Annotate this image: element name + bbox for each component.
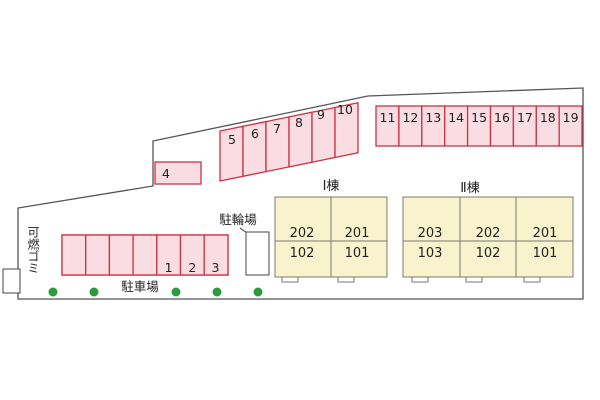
unit-label: 102: [476, 246, 501, 261]
parking-space: [203, 234, 229, 276]
tree-icon: [48, 287, 58, 297]
parking-space-number: 15: [471, 110, 487, 125]
unit-label: 202: [290, 226, 315, 241]
parking-space-number: 5: [228, 132, 236, 147]
parking-space-number: 14: [448, 110, 464, 125]
tree-icon: [253, 287, 263, 297]
garbage-station: [2, 268, 21, 294]
parking-space-4: 4: [154, 161, 202, 185]
parking-row-top-right: 11 12 13 14 15 16 17 18 19: [375, 105, 583, 147]
bicycle-parking: 駐輪場: [219, 212, 270, 276]
parking-row-bottom: 1 2 3: [61, 234, 229, 276]
trees: [48, 287, 263, 297]
parking-space-number: 18: [540, 110, 556, 125]
unit-label: 201: [533, 226, 558, 241]
building-1: Ⅰ棟 202 201 102 101: [274, 179, 388, 283]
parking-space: [558, 105, 583, 147]
parking-space-number: 8: [295, 115, 303, 130]
parking-space-number: 2: [188, 260, 196, 275]
parking-row-diagonal: 5 6 7 8 9 10: [219, 102, 359, 182]
unit-label: 201: [345, 226, 370, 241]
parking-space-number: 19: [563, 110, 579, 125]
parking-space-number: 13: [425, 110, 441, 125]
parking-space: [108, 234, 134, 276]
building-1-title: Ⅰ棟: [323, 179, 340, 194]
parking-space: [61, 234, 87, 276]
bicycle-parking-label: 駐輪場: [219, 212, 257, 227]
tree-icon: [89, 287, 99, 297]
tree-icon: [212, 287, 222, 297]
parking-space-number: 17: [517, 110, 533, 125]
unit-label: 103: [418, 246, 443, 261]
parking-space-number: 9: [317, 107, 325, 122]
unit-label: 101: [533, 246, 558, 261]
parking-lot-label: 駐車場: [121, 279, 159, 294]
parking-space-number: 7: [273, 121, 281, 136]
parking-space-number: 12: [402, 110, 418, 125]
tree-icon: [171, 287, 181, 297]
parking-space-number: 16: [494, 110, 510, 125]
parking-space-number: 3: [212, 260, 220, 275]
parking-space-number: 10: [337, 102, 353, 117]
building-2: Ⅱ棟 203 202 201 103 102 101: [402, 181, 574, 283]
parking-space: [132, 234, 158, 276]
unit-label: 102: [290, 246, 315, 261]
parking-space: [334, 102, 359, 159]
parking-space-number: 4: [162, 166, 170, 181]
garbage-station-label: 可燃ゴミ: [26, 226, 40, 274]
unit-label: 202: [476, 226, 501, 241]
parking-space: [85, 234, 111, 276]
building-2-outline: [402, 196, 574, 278]
unit-label: 101: [345, 246, 370, 261]
unit-label: 203: [418, 226, 443, 241]
parking-space-number: 11: [380, 110, 396, 125]
building-2-title: Ⅱ棟: [460, 181, 479, 196]
parking-space-number: 1: [165, 260, 173, 275]
parking-space-number: 6: [251, 126, 259, 141]
